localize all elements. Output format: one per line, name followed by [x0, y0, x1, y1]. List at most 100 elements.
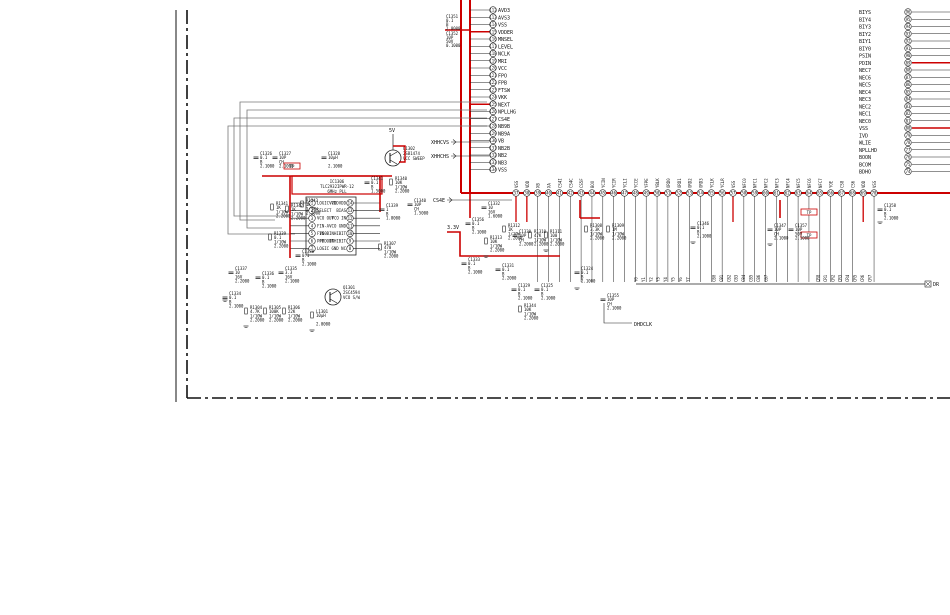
- component-label: C1328: [328, 151, 341, 156]
- right-pin-label: NEC2: [859, 104, 871, 110]
- right-pin-circle: [904, 88, 912, 96]
- component-label: 100: [550, 233, 558, 238]
- pin-number: 96: [906, 10, 911, 15]
- pin-number: 4: [311, 223, 314, 228]
- right-pin-label: BDHO: [859, 170, 871, 176]
- component-label: 10: [235, 270, 240, 275]
- left-pin-label: AVD3: [498, 8, 510, 14]
- component-label: R1339: [274, 231, 287, 236]
- bus-pin-label: ORD0: [666, 178, 671, 188]
- q1302-collector: [389, 151, 398, 157]
- left-pin-label: NB9A: [498, 131, 510, 137]
- component-label: 0.1: [302, 253, 310, 258]
- component-label: 1/10W: [306, 206, 319, 211]
- cb-bus-label: CB3: [734, 274, 739, 282]
- ic-right-pin-label: NC: [341, 246, 346, 251]
- component-label: R1342: [291, 203, 304, 208]
- left-pin-circle: [489, 86, 497, 94]
- bus-pin-circle: [653, 189, 661, 197]
- left-pin-label: NEXT: [498, 102, 510, 108]
- ic-left-pin-label: LOGIC VDD: [317, 201, 339, 206]
- bus-pin-label: NFC0: [742, 178, 747, 188]
- component-label: 2.1000: [260, 164, 275, 169]
- component-label: 16V: [285, 274, 293, 279]
- pin-number: 45: [600, 191, 605, 196]
- right-pin-label: NEC1: [859, 112, 871, 118]
- component-label: 1: [386, 207, 389, 212]
- connector-mark: [925, 281, 931, 287]
- component-label: 0.1: [518, 287, 526, 292]
- left-pin-label: VCC: [498, 66, 507, 72]
- right-pin-label: BIY4: [859, 17, 871, 23]
- component-label: 0.1: [274, 235, 282, 240]
- component-r1306: [282, 307, 286, 315]
- bus-pin-circle: [555, 189, 564, 197]
- pin-number: 80: [906, 126, 911, 131]
- resistor-body: [378, 243, 382, 251]
- right-pin-label: NEC7: [859, 68, 871, 74]
- pin-number: 53: [687, 191, 692, 196]
- y-bus-label: Y5: [671, 277, 676, 282]
- right-pin-circle: [904, 51, 912, 60]
- component-label: 2.2000: [590, 236, 605, 241]
- left-pin-circle: [489, 129, 497, 137]
- component-label: B: [472, 225, 475, 230]
- component-label: C1337: [235, 266, 248, 271]
- left-pin-label: VSS: [498, 168, 507, 174]
- left-pin-label: VB: [498, 139, 504, 145]
- component-label: C1355: [607, 293, 620, 298]
- right-pin-label: IVD: [859, 133, 868, 139]
- pin-number: 81: [906, 118, 911, 123]
- component-label: 1K: [508, 227, 513, 232]
- pin-number: 92: [906, 39, 911, 44]
- right-pin-label: BOON: [859, 155, 871, 161]
- component-label: 22K: [288, 309, 296, 314]
- left-pin-circle: [489, 49, 497, 58]
- component-label: C1332: [488, 201, 501, 206]
- right-pin-label: NEC6: [859, 75, 871, 81]
- left-pin-label: NB2: [498, 153, 507, 159]
- pin-number: 127: [489, 116, 497, 121]
- right-pin-label: BIY0: [859, 46, 871, 52]
- net-cs4e: CS4E: [433, 198, 445, 204]
- component-label: 1K: [291, 207, 296, 212]
- y-bus-label: Y6: [678, 277, 683, 282]
- component-label: 1/10W: [524, 311, 537, 316]
- bus-pin-circle: [848, 189, 856, 197]
- pin-number: 42: [568, 191, 573, 196]
- pin-number: 112: [489, 8, 497, 13]
- component-label: B: [262, 279, 265, 284]
- bus-pin-label: VSS: [514, 180, 519, 188]
- component-label: R1311: [550, 229, 563, 234]
- pin-number: 49: [644, 191, 649, 196]
- component-label: B: [697, 229, 700, 234]
- bus-pin-label: NFC7: [818, 178, 823, 188]
- pin-number: 84: [906, 97, 911, 102]
- pin-number: 113: [489, 15, 497, 20]
- component-label: 1.8000: [386, 216, 401, 221]
- component-label: B: [884, 211, 887, 216]
- component-label: 10P: [519, 233, 527, 238]
- component-label: B: [518, 291, 521, 296]
- ic-right-pin-label: VCO VDD: [329, 201, 346, 206]
- pin-cap-label: C1351: [446, 14, 459, 19]
- y-bus-label: Y2: [648, 277, 653, 282]
- net-xhhcvs: XHHCVS: [431, 140, 449, 146]
- pin-number: 120: [489, 66, 497, 71]
- resistor-body: [389, 178, 393, 186]
- left-pin-label: NPLLHG: [498, 110, 516, 116]
- bus-pin-circle: [544, 189, 553, 197]
- pll-ic-title: TLC2932IPWR-12: [320, 184, 354, 189]
- component-label: R1310: [534, 229, 547, 234]
- bus-pin-circle: [523, 189, 531, 197]
- pin-number: 117: [489, 44, 497, 49]
- component-label: C1346: [697, 221, 710, 226]
- pin-number: 13: [348, 208, 353, 213]
- component-label: 1/10W: [612, 231, 625, 236]
- frame-lines: [175, 10, 950, 402]
- right-pin-circle: [904, 8, 912, 16]
- q1301-emitter: [329, 298, 338, 304]
- resistor-body: [528, 231, 532, 239]
- component-label: 2.1000: [468, 270, 483, 275]
- left-pin-label: NB9B: [498, 124, 510, 130]
